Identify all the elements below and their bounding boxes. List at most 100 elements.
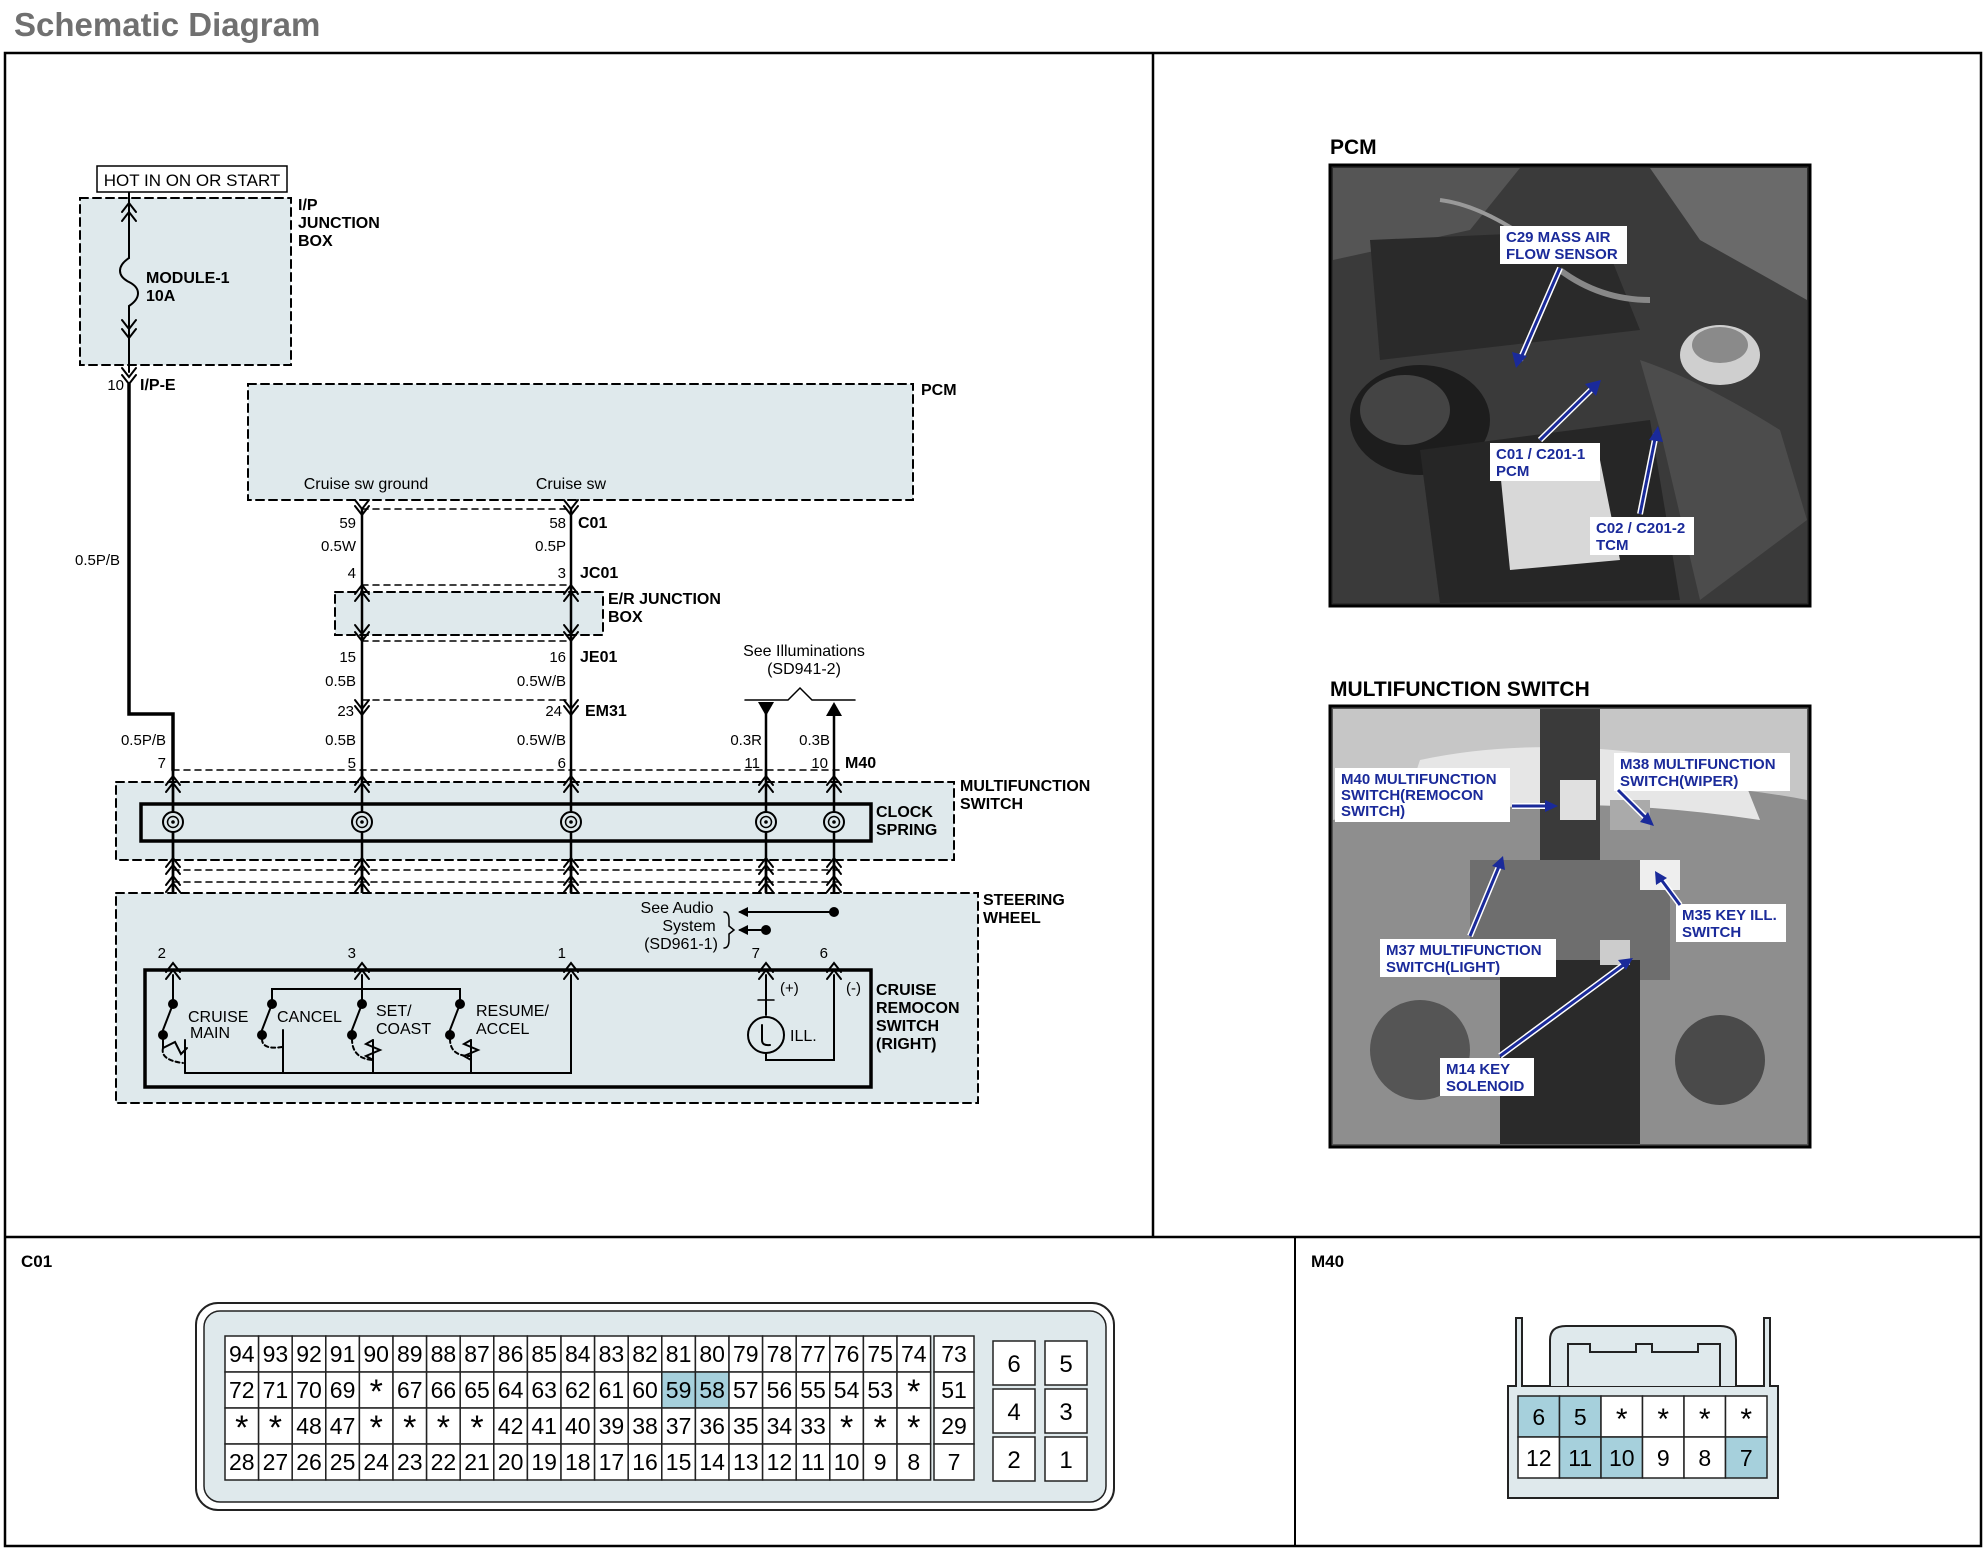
c01-pin-cell: 65 [459, 1371, 495, 1409]
svg-text:RESUME/: RESUME/ [476, 1003, 549, 1020]
ip-box-label-2: JUNCTION [298, 215, 380, 232]
svg-text:SWITCH: SWITCH [1682, 924, 1741, 941]
c01-pin-label: 88 [431, 1341, 457, 1367]
m40-pin-label: 12 [1526, 1445, 1552, 1471]
power-label: HOT IN ON OR START [104, 171, 281, 190]
m40-pin-label: 11 [1568, 1445, 1592, 1471]
svg-text:(+): (+) [780, 980, 799, 997]
c01-pin-label: 28 [229, 1449, 255, 1475]
c01-pin-label: 92 [296, 1341, 322, 1367]
c01-pin-cell: 89 [392, 1335, 428, 1373]
pcm-photo-panel: PCM C29 MASS AIR FLOW SENSOR C01 / C201-… [1328, 136, 1812, 608]
m40-pin-cell: * [1724, 1395, 1768, 1438]
svg-text:0.5P/B: 0.5P/B [75, 552, 120, 569]
svg-text:10: 10 [811, 755, 828, 772]
c01-pin-label: 10 [834, 1449, 860, 1475]
c01-pin-label: 27 [263, 1449, 289, 1475]
c01-pin-cell: 25 [325, 1443, 361, 1481]
c01-pin-label: 26 [296, 1449, 322, 1475]
c01-pin-cell: 87 [459, 1335, 495, 1373]
c01-pin-label: 84 [565, 1341, 591, 1367]
c01-pin-cell: 78 [761, 1335, 797, 1373]
m40-pin-label: 8 [1698, 1445, 1711, 1471]
c01-pin-label: 21 [464, 1449, 490, 1475]
svg-text:1: 1 [558, 945, 566, 962]
c01-pin-cell: 75 [862, 1335, 898, 1373]
c01-pin-cell: 81 [661, 1335, 697, 1373]
c01-title: C01 [21, 1252, 52, 1271]
c01-pin-cell: 92 [291, 1335, 327, 1373]
c01-pin-cell: 8 [896, 1443, 932, 1481]
c01-pin-label: * [235, 1409, 248, 1447]
c01-pin-cell: * [896, 1371, 932, 1411]
c01-pin-cell: 82 [627, 1335, 663, 1373]
svg-text:0.5W: 0.5W [321, 538, 357, 555]
svg-text:SOLENOID: SOLENOID [1446, 1078, 1525, 1095]
svg-text:STEERING: STEERING [983, 892, 1065, 909]
c01-pin-cell: 42 [493, 1407, 529, 1445]
c01-pin-cell: 91 [325, 1335, 361, 1373]
c01-pin-label: 35 [733, 1413, 759, 1439]
svg-text:(-): (-) [846, 980, 861, 997]
maf-sensor-label-1: C29 MASS AIR [1506, 229, 1611, 246]
c01-pin-cell: * [425, 1407, 461, 1447]
svg-text:M35 KEY ILL.: M35 KEY ILL. [1682, 907, 1777, 924]
svg-text:JC01: JC01 [580, 565, 618, 582]
svg-text:M37 MULTIFUNCTION: M37 MULTIFUNCTION [1386, 942, 1542, 959]
c01-pin-label: 72 [229, 1377, 255, 1403]
c01-pin-label: 63 [531, 1377, 557, 1403]
m40-pin-label: 10 [1609, 1445, 1635, 1471]
c01-pin-cell: 73 [933, 1335, 975, 1373]
svg-text:7: 7 [752, 945, 760, 962]
c01-pin-cell: 64 [493, 1371, 529, 1409]
svg-text:0.3R: 0.3R [730, 732, 762, 749]
c01-pin-cell: 74 [896, 1335, 932, 1373]
c01-pin-label: 64 [498, 1377, 524, 1403]
c01-pin-cell: 79 [728, 1335, 764, 1373]
c01-pin-label: * [269, 1409, 282, 1447]
ip-junction-box [79, 197, 292, 366]
ip-box-label-3: BOX [298, 233, 333, 250]
c01-pin-label: * [370, 1409, 383, 1447]
clock-spring-icon [351, 811, 373, 833]
c01-pin-cell: 48 [291, 1407, 327, 1445]
c01-pin-cell: 7 [933, 1443, 975, 1481]
svg-text:(RIGHT): (RIGHT) [876, 1036, 936, 1053]
c01-pin-label: * [840, 1409, 853, 1447]
c01-pin-cell: * [862, 1407, 898, 1447]
c01-pin-label: 90 [363, 1341, 389, 1367]
m40-pin-label: 9 [1657, 1445, 1670, 1471]
svg-text:(SD941-2): (SD941-2) [767, 661, 841, 678]
svg-text:C01: C01 [578, 515, 607, 532]
c01-pin-label: 86 [498, 1341, 524, 1367]
m40-pin-cell: 8 [1683, 1436, 1727, 1479]
steering-wheel-box [115, 892, 979, 1104]
clock-spring-icon [755, 811, 777, 833]
svg-text:(SD961-1): (SD961-1) [644, 936, 718, 953]
m40-pin-cell: 6 [1517, 1395, 1561, 1438]
c01-pin-cell: 51 [933, 1371, 975, 1409]
c01-pin-cell: 21 [459, 1443, 495, 1481]
svg-text:CRUISE: CRUISE [876, 982, 937, 999]
c01-pin-label: 62 [565, 1377, 591, 1403]
svg-text:6: 6 [558, 755, 566, 772]
svg-text:58: 58 [549, 515, 566, 532]
c01-pin-label: 1 [1059, 1447, 1072, 1474]
c01-pin-label: 85 [531, 1341, 557, 1367]
ip-box-label-1: I/P [298, 197, 318, 214]
c01-pin-cell: 61 [593, 1371, 629, 1409]
c01-pin-label: 75 [867, 1341, 893, 1367]
m40-pin-label: * [1740, 1403, 1752, 1436]
c01-pin-label: 78 [767, 1341, 793, 1367]
c01-pin-cell: 90 [358, 1335, 394, 1373]
c01-pin-label: 22 [431, 1449, 457, 1475]
svg-text:3: 3 [348, 945, 356, 962]
m40-pin-cell: 10 [1600, 1436, 1644, 1479]
c01-pin-label: 13 [733, 1449, 759, 1475]
svg-text:See Audio: See Audio [641, 900, 714, 917]
svg-text:5: 5 [348, 755, 356, 772]
clock-spring-box [139, 802, 873, 843]
c01-pin-label: 24 [363, 1449, 389, 1475]
c01-pin-label: 40 [565, 1413, 591, 1439]
svg-text:SET/: SET/ [376, 1003, 412, 1020]
